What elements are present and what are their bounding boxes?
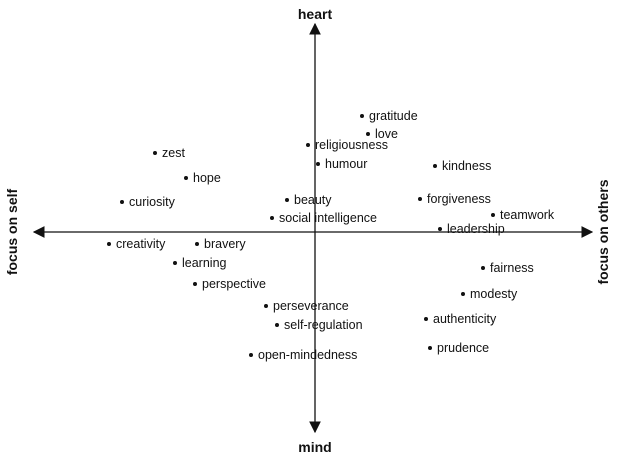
bullet-dot [107, 241, 111, 246]
strength-humour: humour [316, 158, 367, 171]
bullet-dot [285, 197, 289, 202]
bullet-dot [173, 260, 177, 265]
strength-beauty: beauty [285, 194, 332, 207]
strength-bravery: bravery [195, 238, 246, 251]
bullet-dot [270, 215, 274, 220]
strength-label: leadership [447, 222, 505, 236]
bullet-dot [120, 199, 124, 204]
strength-label: creativity [116, 237, 166, 251]
strength-label: teamwork [500, 208, 555, 222]
strength-creativity: creativity [107, 238, 165, 251]
strength-self-regulation: self-regulation [275, 319, 363, 332]
strength-label: learning [182, 256, 227, 270]
bullet-dot [428, 345, 432, 350]
strength-label: beauty [294, 193, 332, 207]
strength-social-intelligence: social intelligence [270, 212, 377, 225]
bullet-dot [438, 226, 442, 231]
strength-prudence: prudence [428, 342, 489, 355]
strength-label: self-regulation [284, 318, 363, 332]
strength-label: gratitude [369, 109, 418, 123]
bullet-dot [433, 163, 437, 168]
bullet-dot [316, 161, 320, 166]
strength-label: open-mindedness [258, 348, 358, 362]
strength-leadership: leadership [438, 223, 505, 236]
strength-fairness: fairness [481, 262, 534, 275]
strength-zest: zest [153, 147, 185, 160]
strength-label: kindness [442, 159, 492, 173]
bullet-dot [461, 291, 465, 296]
strength-label: bravery [204, 237, 246, 251]
bullet-dot [184, 175, 188, 180]
bullet-dot [360, 113, 364, 118]
bullet-dot [264, 303, 268, 308]
pole-heart: heart [297, 6, 333, 22]
strength-label: curiosity [129, 195, 175, 209]
bullet-dot [306, 142, 310, 147]
strength-modesty: modesty [461, 288, 517, 301]
strength-label: modesty [470, 287, 518, 301]
strength-label: zest [162, 146, 185, 160]
bullet-dot [249, 352, 253, 357]
bullet-dot [275, 322, 279, 327]
strength-love: love [366, 128, 398, 141]
pole-focus-on-self: focus on self [4, 188, 20, 276]
bullet-dot [195, 241, 199, 246]
strength-gratitude: gratitude [360, 110, 418, 123]
bullet-dot [366, 131, 370, 136]
bullet-dot [153, 150, 157, 155]
strength-teamwork: teamwork [491, 209, 554, 222]
strength-authenticity: authenticity [424, 313, 496, 326]
strength-forgiveness: forgiveness [418, 193, 491, 206]
strength-open-mindedness: open-mindedness [249, 349, 357, 362]
strength-hope: hope [184, 172, 221, 185]
strength-label: perseverance [273, 299, 349, 313]
strength-label: perspective [202, 277, 266, 291]
strength-perspective: perspective [193, 278, 266, 291]
strength-curiosity: curiosity [120, 196, 175, 209]
strength-label: religiousness [315, 138, 388, 152]
strength-perseverance: perseverance [264, 300, 349, 313]
strength-label: love [375, 127, 398, 141]
bullet-dot [481, 265, 485, 270]
strength-label: social intelligence [279, 211, 377, 225]
bullet-dot [418, 196, 422, 201]
strength-religiousness: religiousness [306, 139, 388, 152]
strength-label: humour [325, 157, 368, 171]
strength-label: authenticity [433, 312, 497, 326]
pole-mind: mind [298, 439, 332, 455]
strength-kindness: kindness [433, 160, 491, 173]
strength-label: forgiveness [427, 192, 491, 206]
strength-learning: learning [173, 257, 226, 270]
strength-label: fairness [490, 261, 534, 275]
strength-label: prudence [437, 341, 490, 355]
bullet-dot [424, 316, 428, 321]
bullet-dot [491, 212, 495, 217]
pole-focus-on-others: focus on others [595, 179, 611, 285]
strength-label: hope [193, 171, 221, 185]
bullet-dot [193, 281, 197, 286]
